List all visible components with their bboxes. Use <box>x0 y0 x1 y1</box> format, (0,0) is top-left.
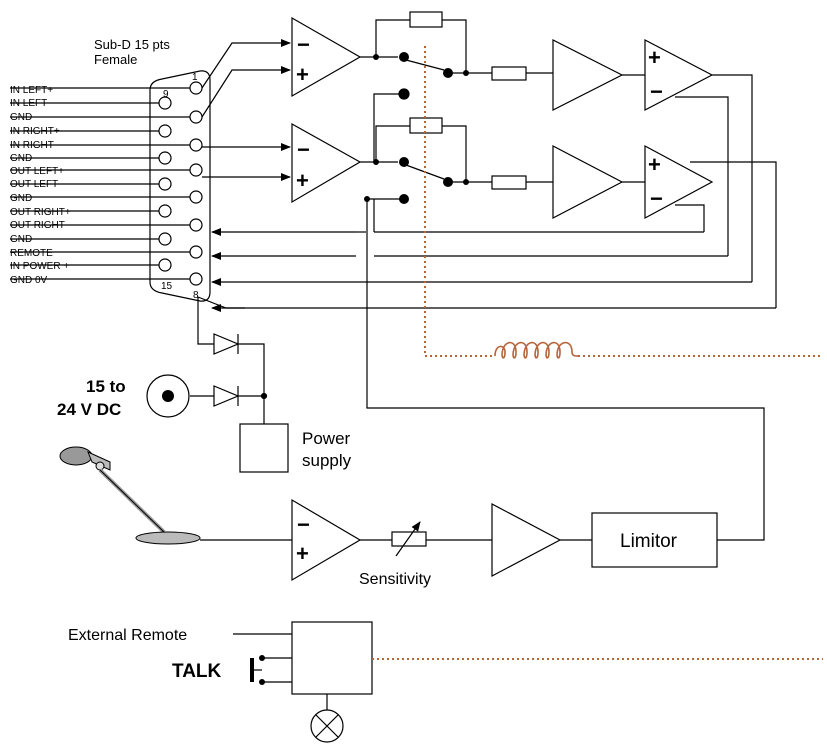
minus-sign: − <box>297 512 310 537</box>
output-return-wiring <box>197 228 776 312</box>
indicator-lamp-icon <box>310 709 344 743</box>
switch-cross-wiring <box>356 88 765 541</box>
pin-label: GND <box>10 112 32 123</box>
pin-label: GND <box>10 153 32 164</box>
output-amplifier-2 <box>644 144 714 220</box>
plus-sign: + <box>296 541 309 566</box>
limitor-label: Limitor <box>620 531 678 552</box>
pin-label: OUT LEFT+ <box>10 166 64 177</box>
limitor-box <box>591 512 718 568</box>
power-supply-label-2: supply <box>302 451 352 470</box>
pin-number-8: 8 <box>193 290 199 301</box>
pin-label: IN POWER + <box>10 261 69 272</box>
power-supply-box <box>239 423 289 473</box>
mic-preamp <box>291 498 362 582</box>
dc-jack-icon <box>146 374 190 418</box>
coupling-dotted-line <box>424 46 823 359</box>
pin-label: IN LEFT- <box>10 98 50 109</box>
subd-connector-body <box>149 70 211 302</box>
minus-sign: − <box>297 137 310 162</box>
series-resistor-2 <box>491 175 527 190</box>
dc-input-label-1: 15 to <box>86 377 126 396</box>
mic-signal-chain: − + <box>200 498 718 582</box>
gain-amplifier-1 <box>552 39 624 111</box>
pin-label: IN LEFT+ <box>10 85 53 96</box>
pin-number-1: 1 <box>192 72 198 83</box>
remote-section <box>233 621 823 743</box>
coil-icon <box>494 341 579 359</box>
pin-label: GND 0V <box>10 275 48 286</box>
pin-label: REMOTE <box>10 248 53 259</box>
external-remote-label: External Remote <box>68 627 187 644</box>
mic-gain-amplifier <box>491 503 562 577</box>
power-supply-label-1: Power <box>302 429 351 448</box>
minus-sign: − <box>297 32 310 57</box>
connector-title: Sub-D 15 pts <box>94 37 170 52</box>
connector-subtitle: Female <box>94 52 137 67</box>
input-amplifier-2 <box>291 122 362 204</box>
pin-label: IN RIGHT+ <box>10 126 60 137</box>
input-amplifier-1 <box>291 16 362 98</box>
minus-sign: − <box>650 79 663 104</box>
output-amplifier-1 <box>644 39 714 111</box>
pin-number-9: 9 <box>163 89 169 100</box>
plus-sign: + <box>296 168 309 193</box>
channel-1: − + + − <box>291 11 753 282</box>
input-wiring <box>201 39 291 181</box>
talk-label: TALK <box>172 661 222 682</box>
connector-pin-labels: IN LEFT+ IN LEFT- GND IN RIGHT+ IN RIGHT… <box>10 85 71 286</box>
plus-sign: + <box>296 62 309 87</box>
power-section <box>190 297 289 473</box>
microphone-icon <box>59 446 201 545</box>
gain-amplifier-2 <box>552 145 624 219</box>
pin-label: OUT LEFT- <box>10 179 61 190</box>
connector-pin-leads <box>10 87 190 280</box>
channel-2: − + + − <box>291 117 777 308</box>
pin-label: OUT RIGHT- <box>10 220 68 231</box>
pin-label: OUT RIGHT+ <box>10 207 71 218</box>
plus-sign: + <box>648 152 661 177</box>
sensitivity-label: Sensitivity <box>359 571 431 588</box>
pin-label: GND <box>10 193 32 204</box>
pin-label: GND <box>10 234 32 245</box>
dc-input-label-2: 24 V DC <box>57 400 121 419</box>
feedback-resistor-2 <box>409 117 443 134</box>
plus-sign: + <box>648 45 661 70</box>
pin-number-15: 15 <box>161 281 173 292</box>
minus-sign: − <box>650 186 663 211</box>
connector-pin-circles <box>158 81 203 286</box>
talk-button-icon[interactable] <box>250 655 265 685</box>
series-resistor-1 <box>491 66 527 81</box>
pin-label: IN RIGHT- <box>10 140 57 151</box>
remote-control-box <box>291 621 373 695</box>
feedback-resistor-1 <box>409 11 443 28</box>
sensitivity-resistor <box>391 531 427 547</box>
